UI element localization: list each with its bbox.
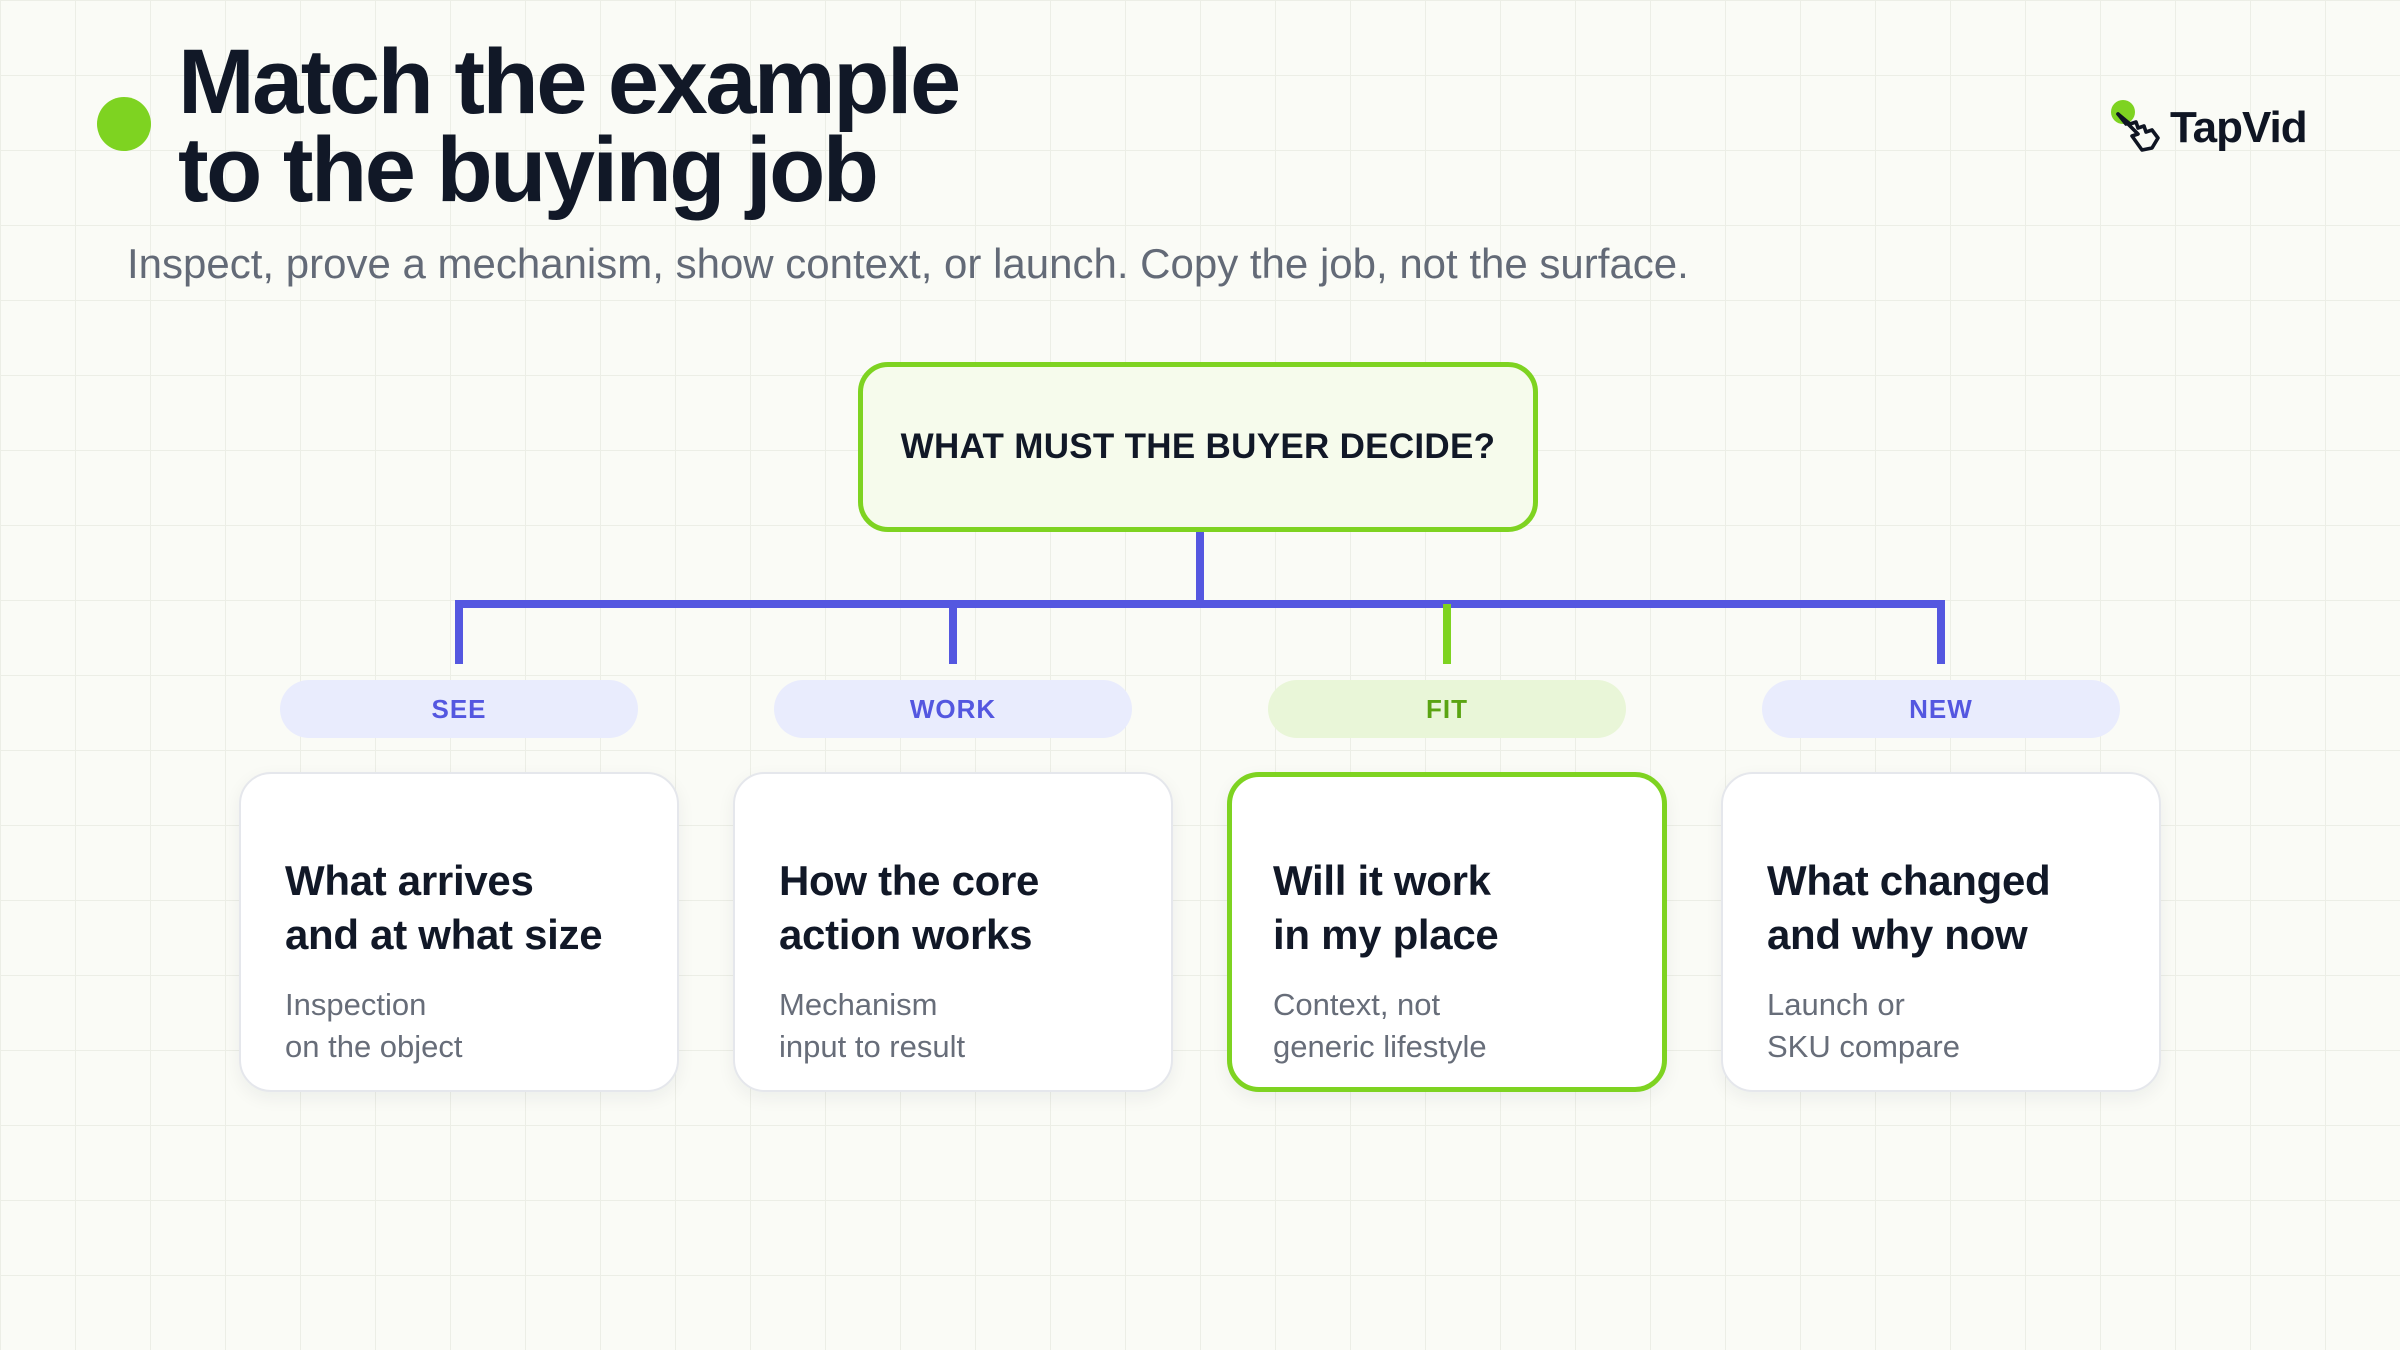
branch-card-title-line: How the core [779,857,1040,904]
pointing-hand-icon [2111,100,2160,152]
branch-card-description: Context, not generic lifestyle [1273,984,1662,1068]
branch-tag-work: WORK [774,680,1132,738]
branch-card-title: What arrives and at what size [285,854,677,962]
branch-tag-new: NEW [1762,680,2120,738]
branch-card-desc-line: Context, not [1273,987,1441,1022]
branch-card-title-line: and at what size [285,911,603,958]
branch-tag-see: SEE [280,680,638,738]
branch-card-desc-line: Launch or [1767,987,1905,1022]
branch-card-title-line: action works [779,911,1033,958]
brand-name: TapVid [2170,103,2308,152]
page-title-line-2: to the buying job [178,119,879,221]
page-title: Match the example to the buying job [178,31,1278,221]
branch-card-title-line: What changed [1767,857,2051,904]
title-bullet-dot [97,97,151,151]
branch-card-description: Mechanism input to result [779,984,1171,1068]
branch-card-desc-line: generic lifestyle [1273,1029,1487,1064]
branch-card-work: How the core action works Mechanism inpu… [733,772,1173,1092]
branch-card-desc-line: input to result [779,1029,966,1064]
branch-card-desc-line: Inspection [285,987,427,1022]
branch-card-title-line: and why now [1767,911,2028,958]
page-title-line-1: Match the example [178,31,961,133]
branch-tag-fit: FIT [1268,680,1626,738]
branch-card-new: What changed and why now Launch or SKU c… [1721,772,2161,1092]
branch-card-title-line: What arrives [285,857,534,904]
branch-card-title: How the core action works [779,854,1171,962]
branch-card-desc-line: SKU compare [1767,1029,1960,1064]
root-decision-label: WHAT MUST THE BUYER DECIDE? [900,427,1496,466]
branch-card-title-line: Will it work [1273,857,1491,904]
branch-card-see: What arrives and at what size Inspection… [239,772,679,1092]
branch-card-description: Launch or SKU compare [1767,984,2159,1068]
root-decision-node: WHAT MUST THE BUYER DECIDE? [858,362,1538,532]
branch-card-title: Will it work in my place [1273,854,1662,962]
branch-card-fit: Will it work in my place Context, not ge… [1227,772,1667,1092]
branch-card-description: Inspection on the object [285,984,677,1068]
branch-card-title: What changed and why now [1767,854,2159,962]
brand-logo: TapVid [2108,98,2308,164]
page-subtitle: Inspect, prove a mechanism, show context… [127,240,1689,287]
branch-card-title-line: in my place [1273,911,1499,958]
branch-card-desc-line: Mechanism [779,987,938,1022]
branch-card-desc-line: on the object [285,1029,463,1064]
